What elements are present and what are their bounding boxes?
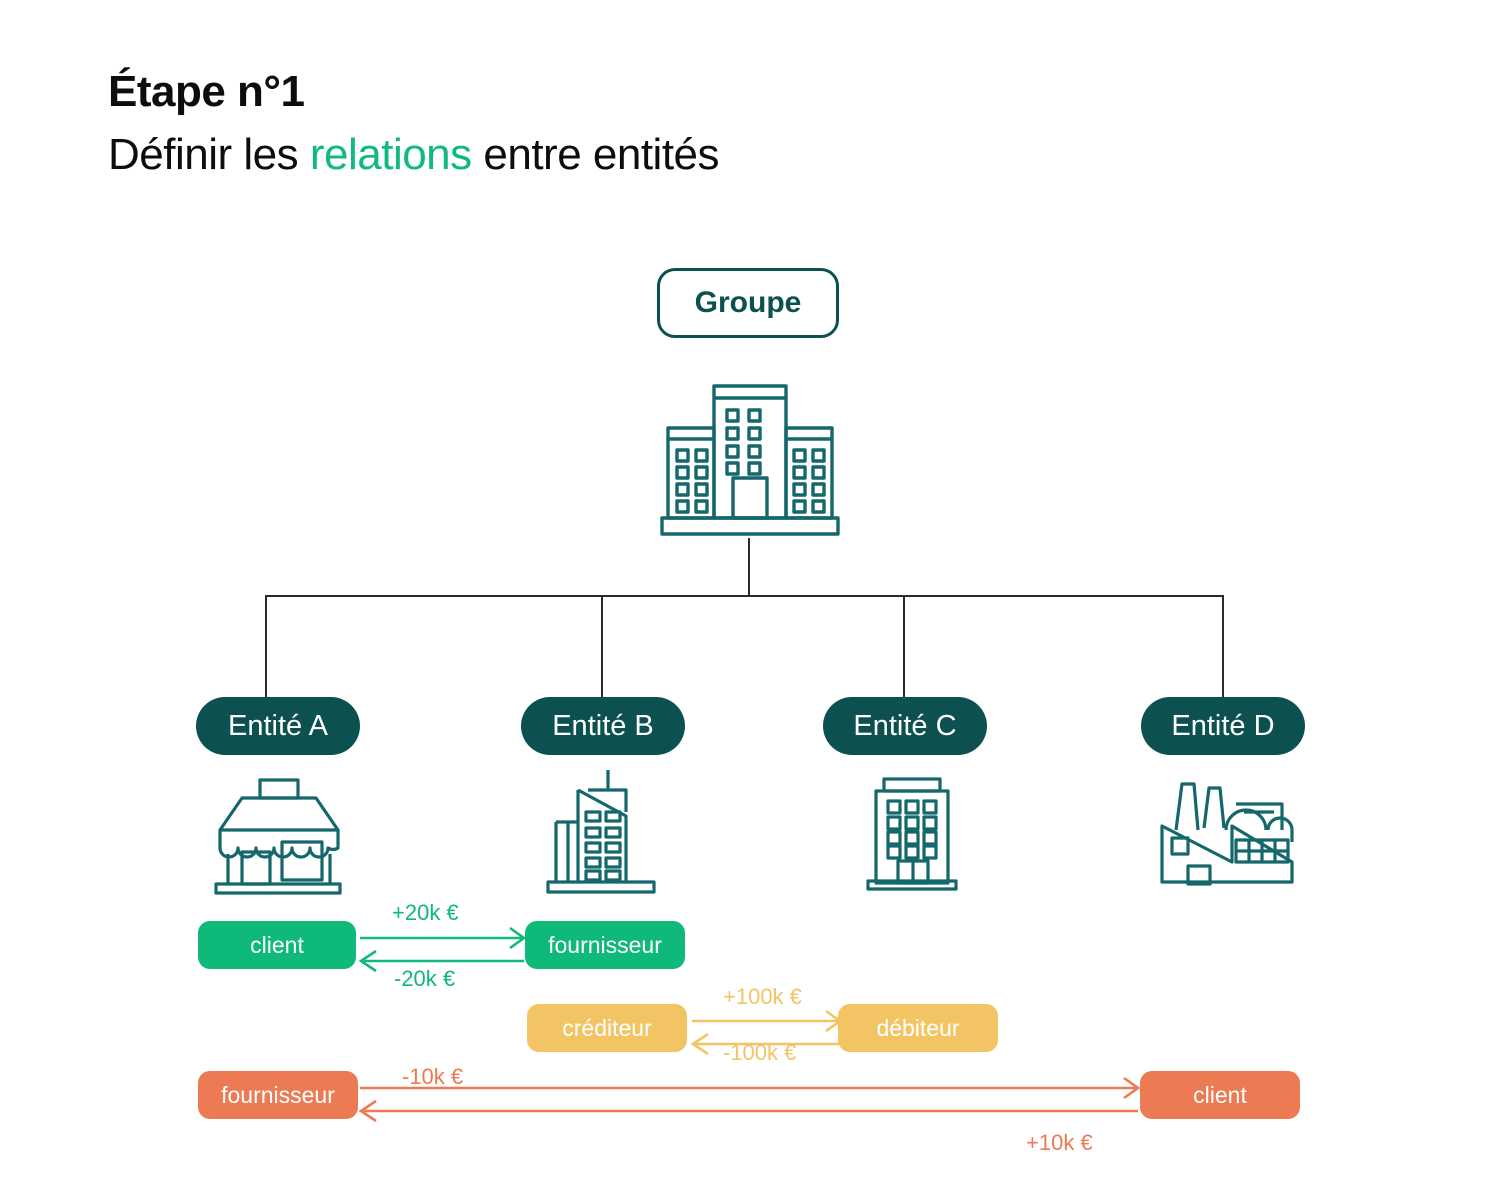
connector-branch-a	[265, 595, 267, 697]
relation-2-arrows	[690, 1009, 843, 1056]
page-heading: Étape n°1 Définir les relations entre en…	[108, 67, 1208, 181]
corporate-building-icon	[660, 384, 840, 536]
storefront-icon	[214, 778, 342, 895]
relation-3-arrows	[358, 1076, 1141, 1123]
relation-1-left-pill[interactable]: client	[198, 921, 356, 969]
relation-1-top-amount: +20k €	[392, 900, 459, 925]
connector-trunk	[748, 538, 750, 596]
connector-branch-c	[903, 595, 905, 697]
connector-branch-d	[1222, 595, 1224, 697]
relation-3-bottom-amount: +10k €	[1026, 1130, 1093, 1155]
connector-bus	[265, 595, 1223, 597]
page-title-accent: relations	[309, 130, 472, 180]
page-title-part-2: entre entités	[471, 130, 720, 180]
entity-node-d[interactable]: Entité D	[1141, 697, 1305, 755]
entity-node-c[interactable]: Entité C	[823, 697, 987, 755]
skyscraper-icon	[546, 770, 656, 894]
page-title: Définir les relations entre entités	[108, 130, 1208, 181]
relation-3-right-pill[interactable]: client	[1140, 1071, 1300, 1119]
office-building-icon	[866, 777, 958, 891]
relation-2-right-pill[interactable]: débiteur	[838, 1004, 998, 1052]
factory-icon	[1160, 782, 1294, 886]
page-title-part-1: Définir les	[108, 130, 310, 180]
relation-3-top-amount: -10k €	[402, 1064, 464, 1089]
relation-3-left-pill[interactable]: fournisseur	[198, 1071, 358, 1119]
relation-2-left-pill[interactable]: créditeur	[527, 1004, 687, 1052]
relation-2-right-label: débiteur	[876, 1014, 960, 1041]
entity-label-c: Entité C	[853, 709, 957, 742]
relation-2-bottom-amount: -100k €	[723, 1040, 797, 1065]
connector-branch-b	[601, 595, 603, 697]
entity-node-b[interactable]: Entité B	[521, 697, 685, 755]
group-node[interactable]: Groupe	[657, 268, 839, 338]
relation-1-right-pill[interactable]: fournisseur	[525, 921, 685, 969]
relation-2-left-label: créditeur	[562, 1014, 652, 1041]
group-node-label: Groupe	[694, 286, 802, 319]
entity-label-a: Entité A	[228, 709, 328, 742]
step-label: Étape n°1	[108, 67, 305, 116]
relation-1-right-label: fournisseur	[548, 931, 662, 958]
relation-3-right-label: client	[1193, 1081, 1247, 1108]
relation-1-bottom-amount: -20k €	[394, 966, 456, 991]
relation-3-left-label: fournisseur	[221, 1081, 335, 1108]
relation-1-left-label: client	[250, 931, 304, 958]
entity-label-b: Entité B	[552, 709, 654, 742]
entity-node-a[interactable]: Entité A	[196, 697, 360, 755]
relation-1-arrows	[358, 926, 527, 973]
relation-2-top-amount: +100k €	[723, 984, 802, 1009]
entity-label-d: Entité D	[1171, 709, 1275, 742]
